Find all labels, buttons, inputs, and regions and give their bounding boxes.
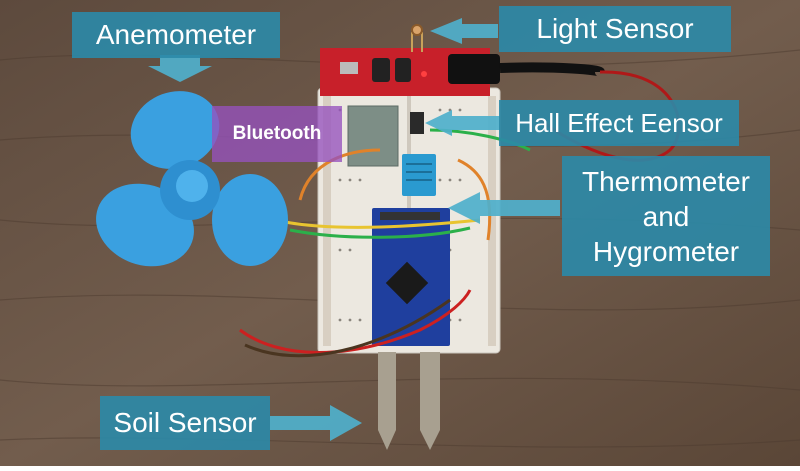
label-light-sensor: Light Sensor bbox=[499, 6, 731, 52]
label-hall-effect: Hall Effect Eensor bbox=[499, 100, 739, 146]
soil-sensor-probe bbox=[378, 352, 440, 450]
arrow-soil-sensor bbox=[270, 405, 362, 441]
light-sensor-component bbox=[411, 24, 423, 52]
bluetooth-module bbox=[347, 105, 399, 167]
dht-sensor bbox=[402, 154, 436, 196]
anemometer-fan bbox=[96, 91, 288, 267]
label-anemometer: Anemometer bbox=[72, 12, 280, 58]
label-thermometer-hygrometer: Thermometer and Hygrometer bbox=[562, 156, 770, 276]
arrow-anemometer bbox=[148, 55, 212, 82]
label-soil-sensor: Soil Sensor bbox=[100, 396, 270, 450]
label-arrows bbox=[148, 18, 560, 441]
arrow-thermometer bbox=[448, 192, 560, 224]
label-and-line: and bbox=[642, 200, 690, 232]
jumper-wires bbox=[239, 128, 531, 358]
arrow-hall-effect bbox=[425, 110, 500, 136]
hall-sensor-component bbox=[410, 112, 424, 134]
label-bluetooth: Bluetooth bbox=[212, 106, 342, 162]
power-module bbox=[320, 48, 500, 96]
power-cable bbox=[499, 62, 605, 77]
arrow-light-sensor bbox=[430, 18, 498, 44]
label-hygrometer-line: Hygrometer bbox=[592, 235, 740, 267]
label-thermometer-line: Thermometer bbox=[581, 165, 751, 197]
